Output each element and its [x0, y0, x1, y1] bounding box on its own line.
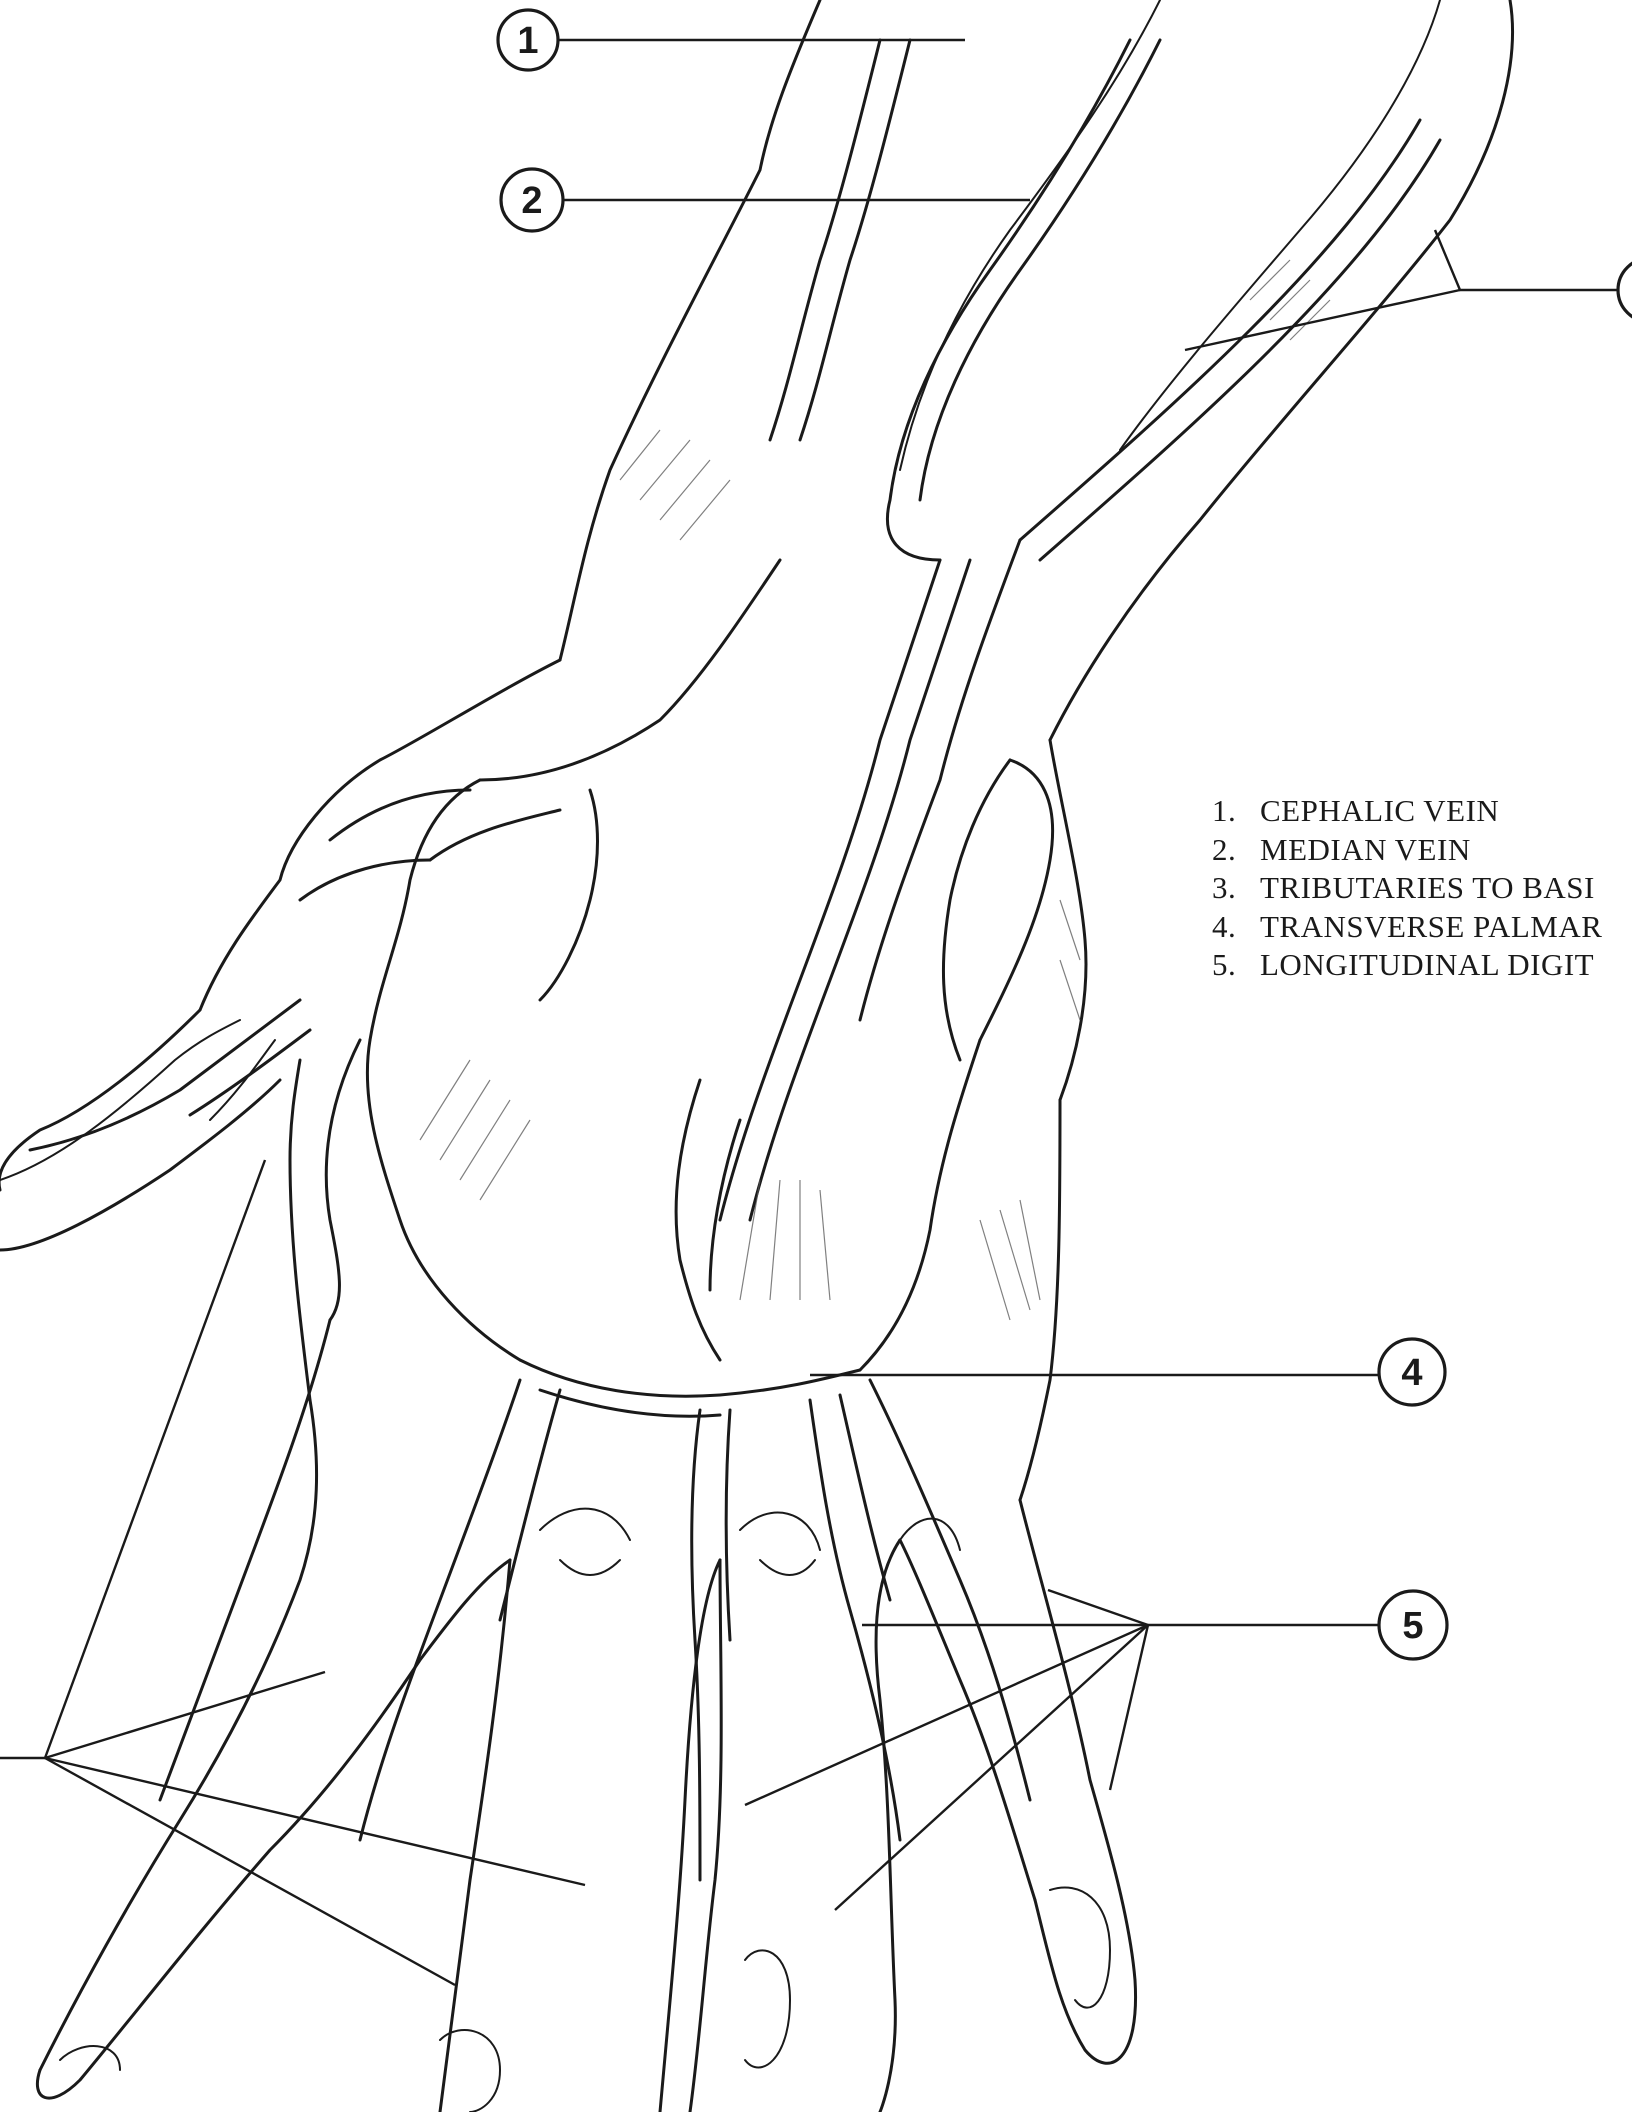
legend-item-text: LONGITUDINAL DIGIT	[1260, 946, 1594, 985]
callout-5-label: 5	[1402, 1605, 1423, 1647]
legend-item-number: 1.	[1212, 792, 1260, 831]
legend-item: 2. MEDIAN VEIN	[1212, 831, 1632, 870]
legend-item-number: 3.	[1212, 869, 1260, 908]
callout-leaders	[0, 40, 1620, 1985]
legend-item: 3. TRIBUTARIES TO BASI	[1212, 869, 1632, 908]
callout-2: 2	[501, 169, 563, 231]
legend-item: 1. CEPHALIC VEIN	[1212, 792, 1632, 831]
legend-item-text: CEPHALIC VEIN	[1260, 792, 1499, 831]
callout-4-label: 4	[1401, 1352, 1422, 1394]
legend-item-text: TRANSVERSE PALMAR	[1260, 908, 1602, 947]
legend-item: 5. LONGITUDINAL DIGIT	[1212, 946, 1632, 985]
legend-item-text: MEDIAN VEIN	[1260, 831, 1471, 870]
callout-4: 4	[1379, 1339, 1445, 1405]
callout-2-label: 2	[521, 180, 542, 222]
legend: 1. CEPHALIC VEIN 2. MEDIAN VEIN 3. TRIBU…	[1212, 792, 1632, 985]
legend-item-number: 4.	[1212, 908, 1260, 947]
callout-3: 3	[1618, 258, 1632, 322]
callout-1: 1	[498, 10, 558, 70]
legend-item: 4. TRANSVERSE PALMAR	[1212, 908, 1632, 947]
callout-5: 5	[1379, 1591, 1447, 1659]
legend-item-number: 2.	[1212, 831, 1260, 870]
legend-item-text: TRIBUTARIES TO BASI	[1260, 869, 1595, 908]
shading-hatching	[420, 260, 1330, 1320]
legend-item-number: 5.	[1212, 946, 1260, 985]
callout-1-label: 1	[517, 20, 538, 62]
